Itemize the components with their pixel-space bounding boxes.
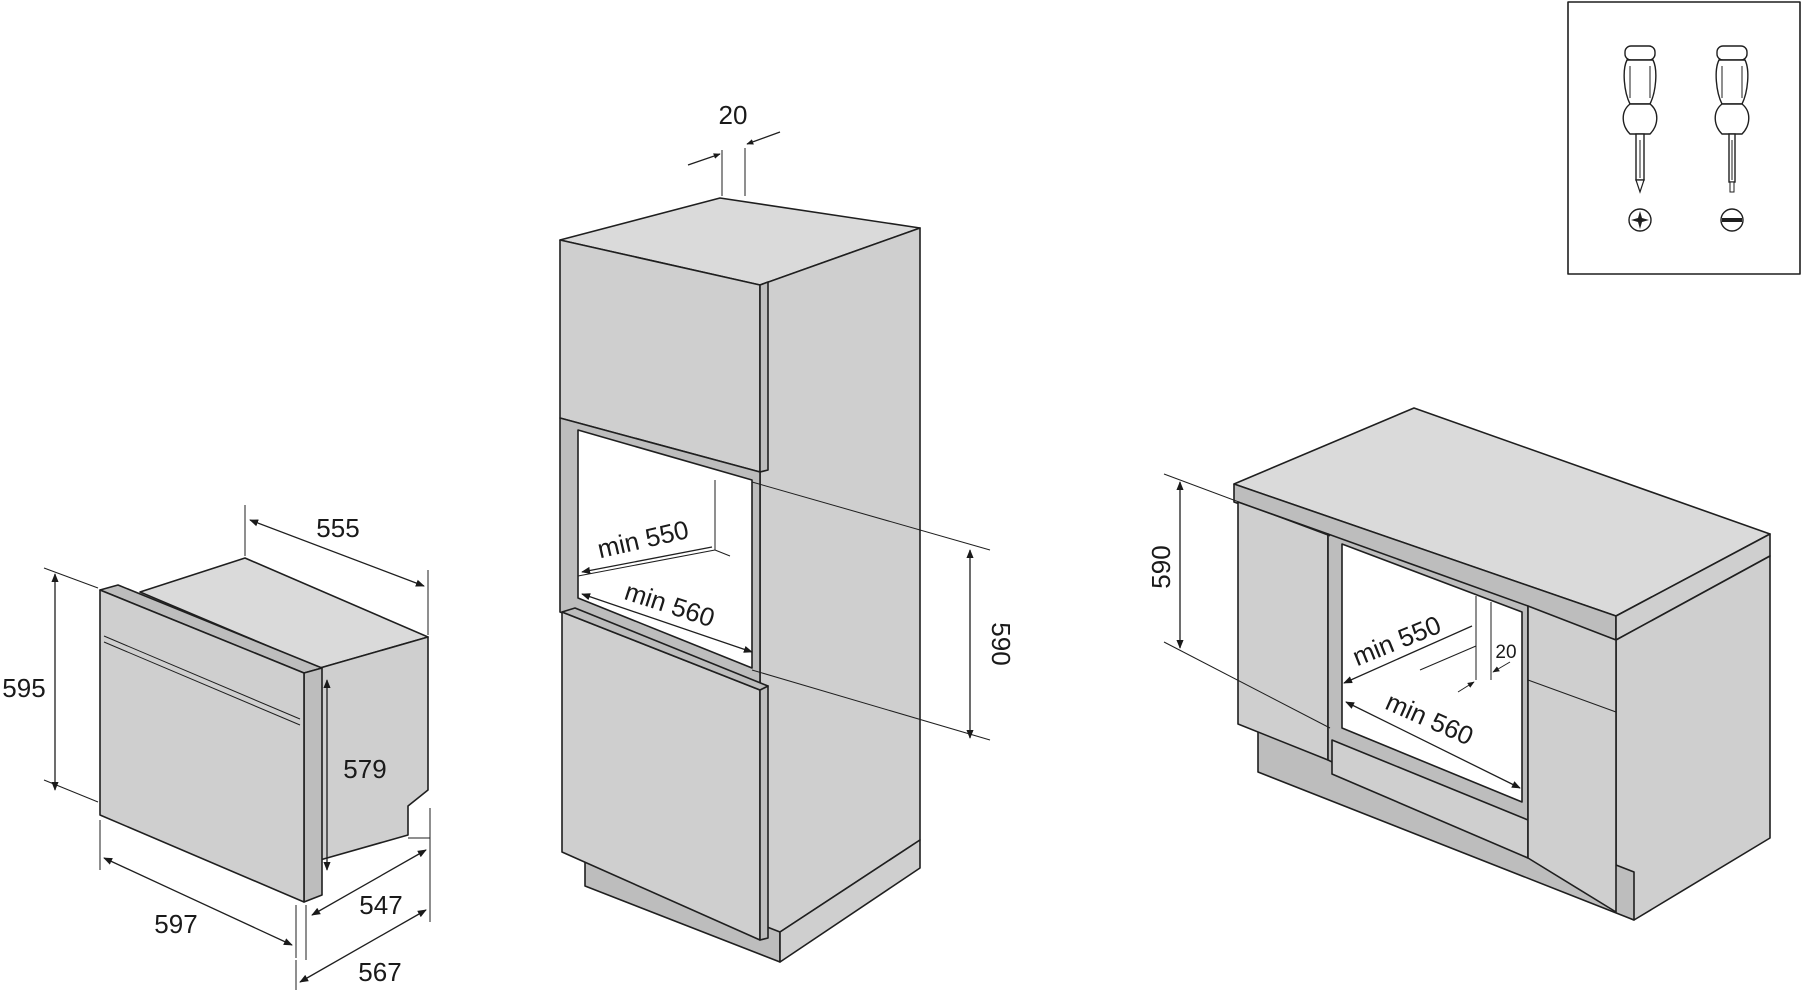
base-cabinet-right-door bbox=[1527, 605, 1617, 913]
dim-590-right-label: 590 bbox=[1146, 545, 1176, 588]
dim-597-line bbox=[103, 857, 293, 946]
dim-567-label: 567 bbox=[358, 957, 401, 987]
dim-min560-right-line bbox=[1345, 701, 1521, 789]
oven-front-side bbox=[303, 667, 323, 903]
oven-figure: 555 595 579 597 547 567 bbox=[2, 505, 431, 990]
dim-547-label: 547 bbox=[359, 890, 402, 920]
dim-min560-line bbox=[581, 593, 753, 653]
dim-top-gap-label: 20 bbox=[719, 100, 748, 130]
tools-inset bbox=[1567, 1, 1801, 275]
dim-590-center-label: 590 bbox=[986, 622, 1016, 665]
base-cabinet-left-door bbox=[1237, 501, 1329, 761]
base-cabinet-figure: 590 min 550 20 min 560 bbox=[1146, 407, 1771, 921]
dim-579-label: 579 bbox=[343, 754, 386, 784]
dim-min550-right-line bbox=[1343, 625, 1473, 684]
oven-body-side bbox=[319, 636, 429, 861]
dim-555-line bbox=[249, 519, 425, 587]
tools-inset-frame bbox=[1567, 1, 1801, 275]
dim-597-label: 597 bbox=[154, 909, 197, 939]
dim-min550-line bbox=[581, 546, 713, 575]
tall-cabinet-figure: 20 min 550 min 560 590 bbox=[559, 100, 1016, 963]
oven-front-face bbox=[99, 589, 305, 903]
tall-cabinet-side bbox=[759, 227, 921, 933]
dim-567-line bbox=[299, 909, 427, 983]
dim-gap-20-right-label: 20 bbox=[1495, 642, 1516, 663]
phillips-screwdriver-icon bbox=[1622, 45, 1658, 232]
dim-547-line bbox=[311, 849, 427, 916]
dim-555-label: 555 bbox=[316, 513, 359, 543]
oven-control-line bbox=[103, 635, 301, 720]
flat-screwdriver-icon bbox=[1714, 45, 1750, 232]
dim-595-label: 595 bbox=[2, 673, 45, 703]
